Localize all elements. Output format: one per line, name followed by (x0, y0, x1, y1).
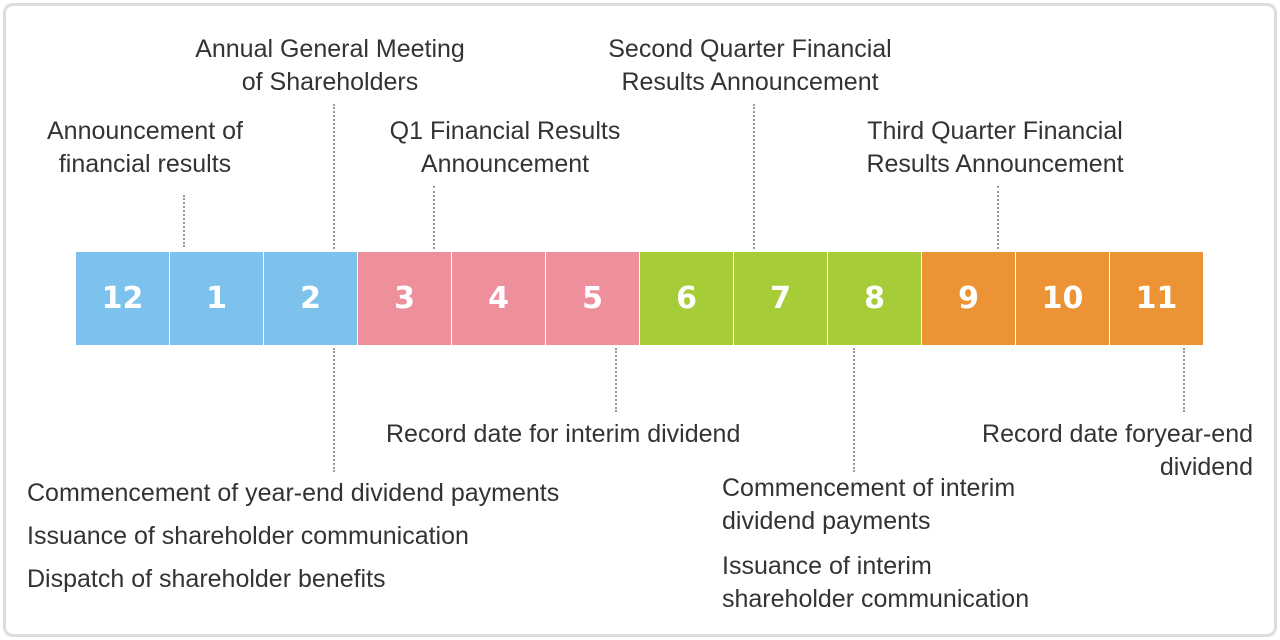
event-text-line: Annual General Meeting (195, 35, 465, 63)
event-text-line: dividend (1159, 453, 1253, 481)
month-cell-6: 6 (640, 252, 733, 345)
event-text-line: financial results (58, 150, 232, 178)
event-agm: Annual General Meeting of Shareholders (160, 33, 500, 99)
connector-q2 (753, 104, 755, 249)
month-cell-3: 3 (358, 252, 451, 345)
event-aug-communication: Issuance of interim shareholder communic… (722, 550, 1029, 616)
event-text-line: Issuance of interim (722, 552, 932, 580)
event-text-line: Commencement of year-end dividend paymen… (27, 479, 560, 507)
event-text-line: Third Quarter Financial (867, 117, 1123, 145)
event-aug-payments: Commencement of interim dividend payment… (722, 472, 1015, 538)
month-cell-10: 10 (1016, 252, 1109, 345)
event-feb-items: Commencement of year-end dividend paymen… (27, 472, 559, 601)
month-cell-12: 12 (76, 252, 169, 345)
event-text-line: Issuance of shareholder communication (27, 522, 469, 550)
month-cell-11: 11 (1110, 252, 1203, 345)
connector-feb-payments (333, 348, 335, 472)
event-text-line: shareholder communication (722, 585, 1030, 613)
month-cell-4: 4 (452, 252, 545, 345)
event-text-line: Announcement (420, 150, 590, 178)
month-cell-7: 7 (734, 252, 827, 345)
event-q2: Second Quarter Financial Results Announc… (570, 33, 930, 99)
month-cell-2: 2 (264, 252, 357, 345)
connector-aug-payments (853, 348, 855, 472)
connector-record-year-end (1183, 348, 1185, 412)
event-text-line: Dispatch of shareholder benefits (27, 565, 386, 593)
event-text-line: Record date foryear-end (982, 420, 1253, 448)
event-q3: Third Quarter Financial Results Announce… (825, 115, 1165, 181)
connector-announcement-results (183, 195, 185, 247)
event-text-line: dividend payments (722, 507, 931, 535)
event-text-line: Commencement of interim (722, 474, 1016, 502)
event-text-line: Results Announcement (866, 150, 1124, 178)
connector-q1 (433, 186, 435, 249)
month-cell-1: 1 (170, 252, 263, 345)
event-record-year-end: Record date foryear-end dividend (900, 418, 1253, 484)
month-cell-8: 8 (828, 252, 921, 345)
connector-record-interim (615, 348, 617, 412)
event-announcement-results: Announcement of financial results (20, 115, 270, 181)
event-text-line: Results Announcement (621, 68, 879, 96)
connector-q3 (997, 186, 999, 249)
event-record-interim: Record date for interim dividend (386, 418, 740, 451)
event-text-line: Record date for interim dividend (386, 420, 741, 448)
event-text-line: Q1 Financial Results (389, 117, 621, 145)
event-text-line: Second Quarter Financial (608, 35, 892, 63)
month-cell-5: 5 (546, 252, 639, 345)
event-text-line: Announcement of (47, 117, 243, 145)
connector-agm (333, 104, 335, 249)
event-q1: Q1 Financial Results Announcement (355, 115, 655, 181)
month-cell-9: 9 (922, 252, 1015, 345)
event-text-line: of Shareholders (241, 68, 419, 96)
